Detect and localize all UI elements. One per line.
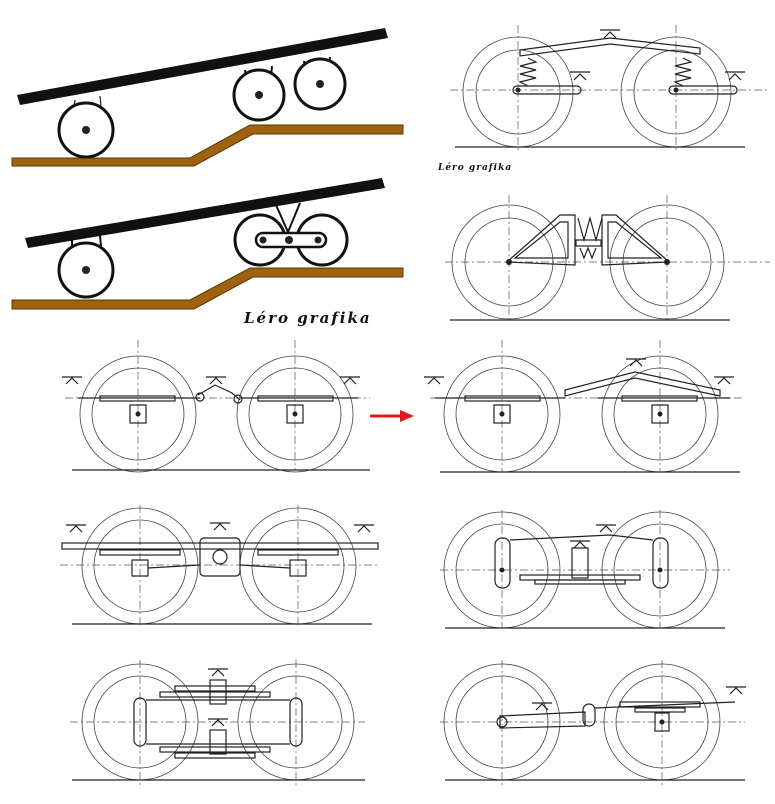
wheel-right-2: [293, 56, 347, 111]
frame-beam: [17, 28, 388, 105]
bogie-beam-left: [62, 340, 370, 473]
ramp-panel-single: [11, 28, 404, 167]
transition-arrow: [370, 410, 414, 422]
bogie-frame-linked-right: [440, 660, 746, 785]
ground-ramp: [11, 267, 404, 310]
bogie-beam-right: [424, 340, 745, 473]
ground-ramp: [11, 124, 404, 167]
wheel-left: [57, 234, 115, 299]
wheel-left: [57, 95, 115, 159]
bogie-scissor-spring: [445, 195, 770, 322]
bogie-frame-linked-left: [70, 660, 365, 785]
bogie-coil-springs: Léro grafika: [437, 25, 770, 173]
artist-signature: Léro grafika: [243, 309, 372, 327]
frame-beam: [25, 178, 385, 248]
bogie-central-equalizer-left: [60, 505, 380, 625]
wheel-pair-linked: [233, 202, 349, 267]
wheel-right-1: [232, 65, 286, 122]
ramp-panel-pair: Léro grafika: [11, 178, 404, 327]
artist-signature: Léro grafika: [437, 162, 512, 173]
bogie-central-equalizer-right: [440, 510, 730, 629]
